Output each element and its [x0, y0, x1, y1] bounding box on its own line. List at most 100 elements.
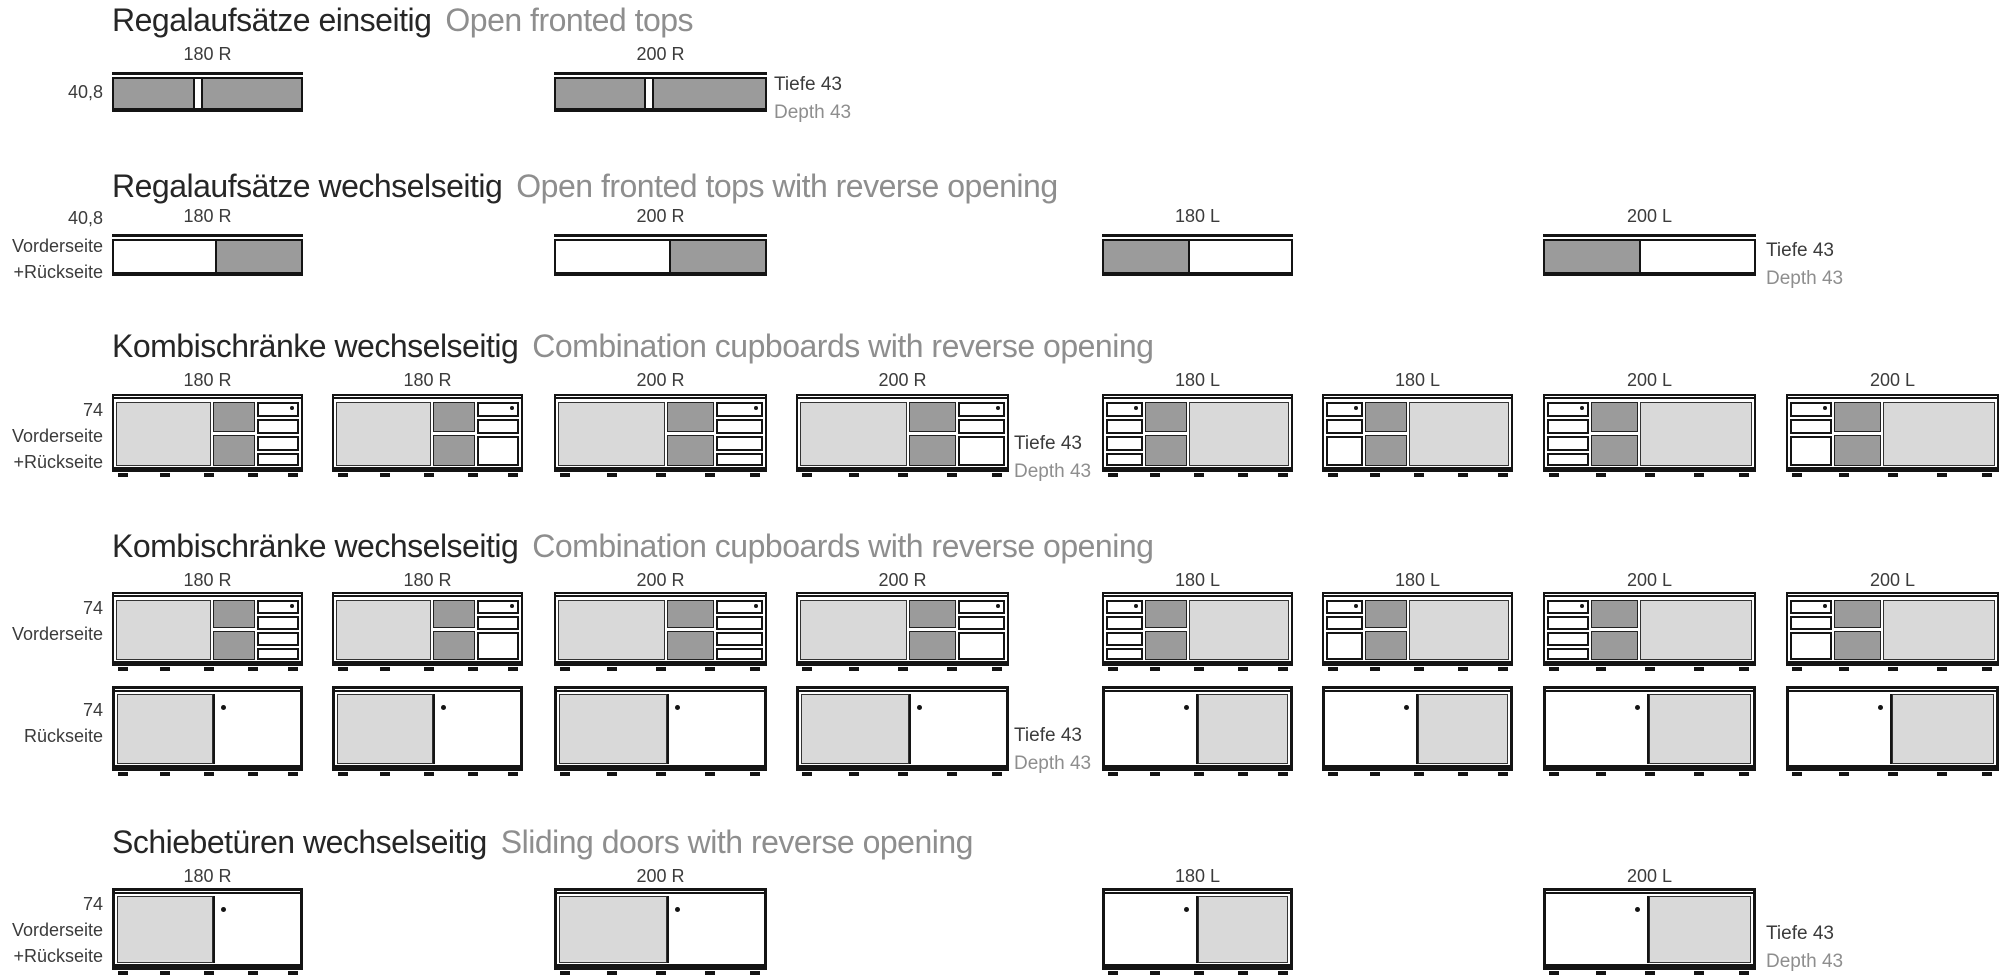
cabinet-foot: [1414, 667, 1424, 671]
cabinet-body: [796, 394, 1009, 472]
divider-line: [909, 694, 911, 764]
shelf-body: [554, 239, 767, 276]
sliding-door-panel: [1892, 694, 1994, 764]
handle-dot: [675, 907, 680, 912]
cabinet-foot: [802, 667, 812, 671]
drawer-cell: [716, 453, 763, 466]
plinth-line: [115, 765, 300, 768]
lid-line: [556, 595, 765, 597]
divider-line: [213, 896, 215, 963]
drawer-cell: [716, 419, 763, 434]
cabinet-diagram: [112, 394, 303, 478]
cabinet-foot: [1458, 667, 1468, 671]
cabinet-body: [1543, 686, 1756, 771]
cabinet-diagram: [1543, 592, 1756, 672]
sliding-door-panel: [336, 402, 431, 466]
cabinet-foot: [468, 772, 478, 776]
drawer-cell: [1547, 600, 1589, 614]
door-cell: [477, 436, 519, 466]
sliding-door-panel: [1418, 694, 1508, 764]
depth-label-en: Depth 43: [1014, 753, 1092, 774]
cabinet-body: [1543, 394, 1756, 472]
section-title-de: Regalaufsätze wechselseitig: [112, 168, 503, 204]
cabinet-foot: [849, 772, 859, 776]
cabinet-foot: [118, 971, 128, 975]
side-label: 74: [82, 400, 103, 420]
cabinet-foot: [1888, 473, 1898, 477]
drawer-cell: [716, 648, 763, 660]
cabinet-foot: [424, 772, 434, 776]
sliding-door-panel: [1198, 896, 1288, 963]
handle-dot: [1404, 705, 1409, 710]
size-label: 180 R: [183, 44, 232, 64]
cabinet-foot: [160, 473, 170, 477]
cabinet-foot: [1739, 667, 1749, 671]
plinth-line: [1546, 765, 1753, 768]
drawer-cell: [958, 419, 1005, 434]
cabinet-foot: [1645, 473, 1655, 477]
drawer-cell: [1547, 648, 1589, 660]
cabinet-foot: [1694, 473, 1704, 477]
cabinet-diagram: [1322, 592, 1513, 672]
handle-dot: [221, 705, 226, 710]
size-label: 180 L: [1174, 370, 1221, 390]
cabinet-body: [1322, 394, 1513, 472]
cabinet-body: [332, 394, 523, 472]
lid-line: [1788, 595, 1997, 597]
cabinet-body: [1102, 686, 1293, 771]
cabinet-foot: [607, 772, 617, 776]
drawer-cell: [716, 616, 763, 630]
sliding-door-panel: [1883, 402, 1995, 466]
plinth-line: [556, 661, 765, 664]
cabinet-foot: [947, 473, 957, 477]
cabinet-foot: [1645, 772, 1655, 776]
drawer-cell: [1326, 600, 1363, 614]
cabinet-foot: [656, 667, 666, 671]
cabinet-foot: [1839, 772, 1849, 776]
side-label: Rückseite: [23, 726, 103, 746]
cabinet-foot: [1888, 772, 1898, 776]
drawer-cell: [1547, 436, 1589, 451]
sliding-door-panel: [559, 694, 667, 764]
plinth-line: [1324, 661, 1511, 664]
handle-dot: [510, 406, 514, 410]
cabinet-foot: [947, 667, 957, 671]
cabinet-foot: [1792, 772, 1802, 776]
divider-line: [1890, 694, 1892, 764]
cabinet-foot: [248, 473, 258, 477]
sliding-door-panel: [1409, 600, 1509, 660]
cabinet-foot: [1888, 667, 1898, 671]
sliding-door-panel: [558, 600, 665, 660]
hinged-door-panel: [667, 435, 714, 466]
cabinet-foot: [1458, 772, 1468, 776]
cabinet-diagram: [1543, 888, 1756, 976]
lid-line: [1546, 892, 1753, 894]
cabinet-foot: [1694, 772, 1704, 776]
divider-line: [1647, 694, 1649, 764]
sliding-door-panel: [1649, 896, 1751, 963]
cabinet-foot: [607, 473, 617, 477]
cabinet-foot: [656, 971, 666, 975]
plinth-line: [1789, 765, 1996, 768]
hinged-door-panel: [213, 631, 255, 660]
cabinet-diagram: [554, 888, 767, 976]
lid-line: [1789, 690, 1996, 692]
cabinet-body: [1102, 888, 1293, 970]
hinged-door-panel: [1834, 402, 1881, 432]
sliding-door-panel: [1640, 600, 1752, 660]
cabinet-foot: [248, 667, 258, 671]
lid-line: [798, 595, 1007, 597]
cabinet-foot: [380, 667, 390, 671]
cabinet-foot: [424, 667, 434, 671]
cabinet-foot: [1498, 473, 1508, 477]
size-label: 180 R: [183, 866, 232, 886]
sliding-door-panel: [559, 896, 667, 963]
divider-line: [1196, 896, 1198, 963]
plinth-line: [1104, 467, 1291, 470]
cabinet-foot: [338, 473, 348, 477]
drawer-cell: [1106, 632, 1143, 646]
hinged-door-panel: [213, 600, 255, 628]
sliding-door-panel: [1883, 600, 1995, 660]
